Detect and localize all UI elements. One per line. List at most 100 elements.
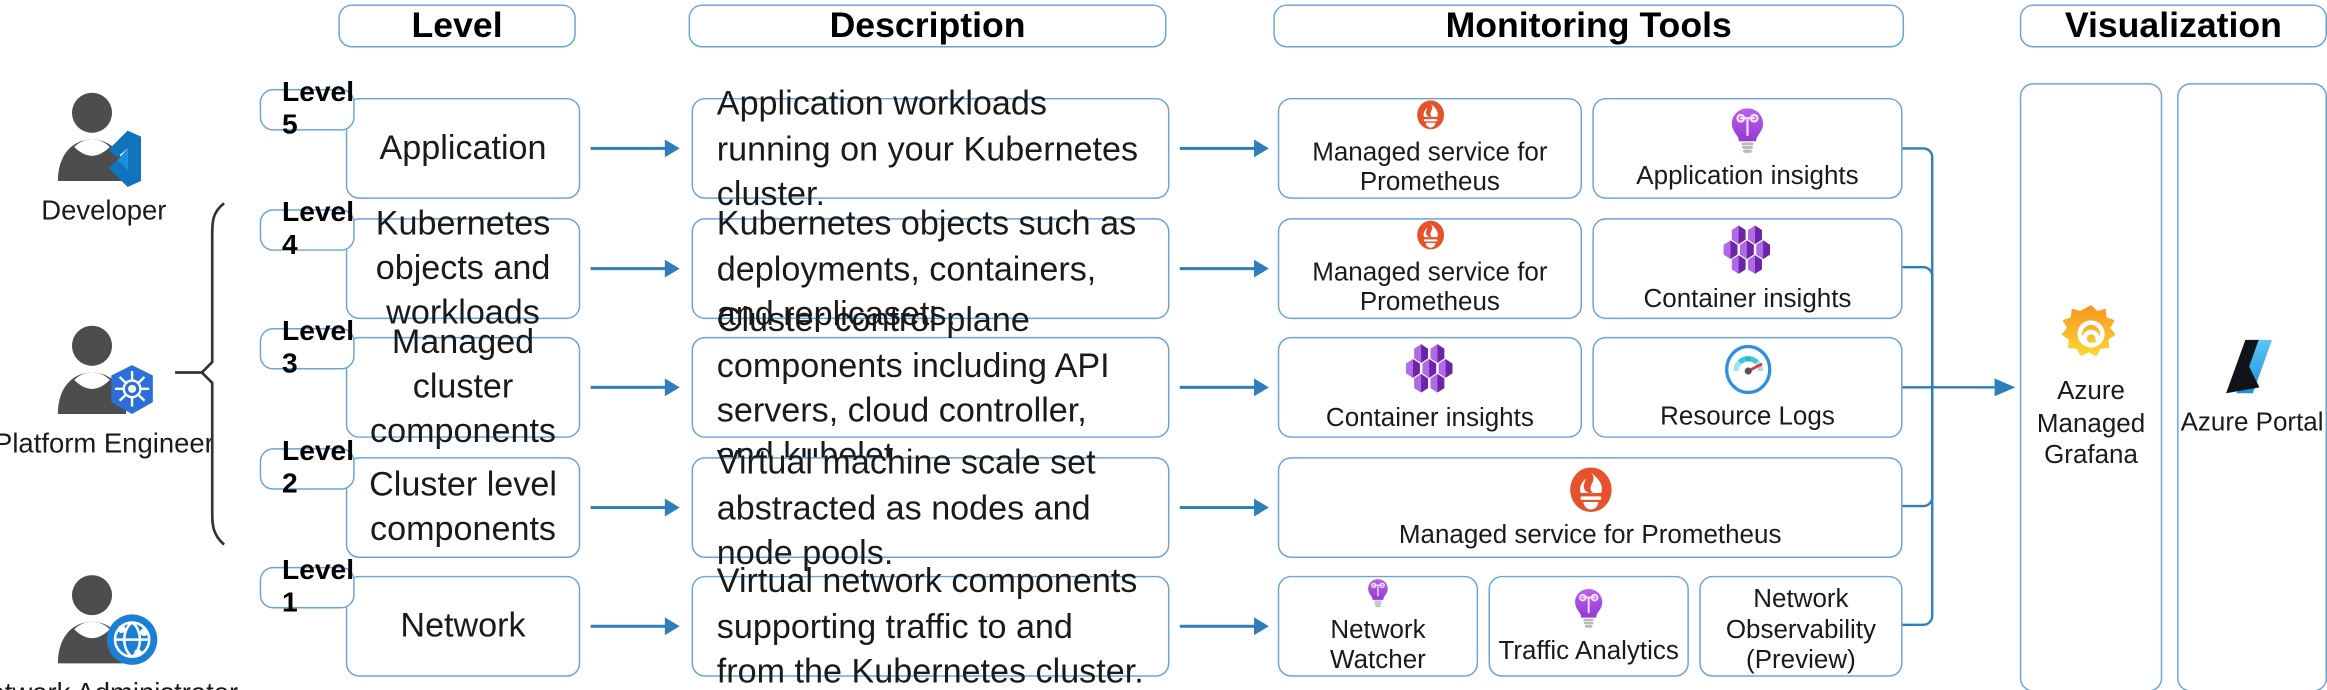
arrow-line-level-to-desc-4	[590, 506, 668, 509]
level-tag-1-label: Level 1	[281, 555, 355, 619]
tool-card-container-insights-2[interactable]: Container insights	[1277, 336, 1583, 438]
tool-card-network-observability[interactable]: Network Observability (Preview)	[1699, 575, 1903, 677]
column-header-visualization: Visualization	[2019, 4, 2327, 48]
arrow-line-level-to-desc-2	[590, 267, 668, 270]
tool-card-container-insights-1-label: Container insights	[1643, 282, 1852, 313]
arrow-line-desc-to-tools-5	[1179, 624, 1257, 628]
level-tag-3: Level 3	[259, 316, 355, 380]
level-name-cluster-level: Cluster level components	[345, 457, 581, 559]
arrow-head-level-to-desc-1	[664, 139, 680, 158]
prometheus-icon	[1416, 100, 1444, 130]
description-box-4-text: Virtual machine scale set abstracted as …	[716, 442, 1096, 572]
column-header-monitoring-tools-label: Monitoring Tools	[1445, 5, 1732, 46]
visualization-card-grafana-label: Azure Managed Grafana	[2036, 375, 2146, 470]
level-tag-4: Level 4	[259, 197, 355, 261]
tool-card-resource-logs-label: Resource Logs	[1660, 400, 1835, 430]
gauge-icon	[1724, 344, 1771, 394]
tool-card-traffic-analytics-label: Traffic Analytics	[1498, 635, 1679, 666]
level-name-kubernetes-objects-label: Kubernetes objects and workloads	[375, 203, 551, 331]
visualization-card-grafana[interactable]: Azure Managed Grafana	[2019, 83, 2163, 690]
lightbulb-icon	[1731, 108, 1764, 154]
level-tag-1: Level 1	[259, 555, 355, 619]
persona-developer: Developer	[36, 89, 173, 227]
lightbulb-icon	[1575, 589, 1603, 629]
column-header-description-label: Description	[829, 5, 1026, 46]
visualization-card-azure-portal-label: Azure Portal	[2180, 405, 2324, 436]
level-name-application: Application	[345, 97, 581, 199]
description-box-3-text: Cluster control plane components includi…	[716, 300, 1110, 474]
level-name-application-label: Application	[379, 127, 547, 167]
tool-card-container-insights-1[interactable]: Container insights	[1592, 218, 1903, 320]
container-hex-icon	[1722, 225, 1770, 274]
arrow-line-level-to-desc-3	[590, 385, 668, 389]
description-box-4: Virtual machine scale set abstracted as …	[691, 443, 1170, 572]
description-box-2-text: Kubernetes objects such as deployments, …	[716, 204, 1137, 333]
persona-network-administrator: Network Administrator	[0, 571, 238, 690]
level-name-kubernetes-objects: Kubernetes objects and workloads	[345, 204, 581, 331]
tool-card-prometheus-1[interactable]: Managed service for Prometheus	[1277, 97, 1583, 199]
description-box-3: Cluster control plane components includi…	[691, 300, 1170, 474]
description-box-5-text: Virtual network components supporting tr…	[716, 561, 1144, 690]
arrow-line-desc-to-tools-1	[1179, 146, 1257, 150]
level-tag-4-label: Level 4	[281, 197, 355, 262]
arrow-head-desc-to-tools-5	[1254, 617, 1269, 636]
level-name-network-label: Network	[400, 605, 526, 645]
person-kubernetes-icon	[57, 325, 153, 415]
tool-card-network-observability-label: Network Observability (Preview)	[1725, 583, 1876, 675]
level-tag-2: Level 2	[259, 436, 355, 500]
column-header-description: Description	[688, 4, 1167, 48]
persona-platform-engineer: Platform Engineer	[0, 322, 214, 460]
column-header-monitoring-tools: Monitoring Tools	[1273, 4, 1905, 48]
level-tag-2-label: Level 2	[281, 436, 355, 501]
prometheus-icon	[1416, 220, 1444, 250]
description-box-1: Application workloads running on your Ku…	[691, 84, 1170, 212]
arrow-head-level-to-desc-2	[664, 259, 680, 278]
description-box-1-text: Application workloads running on your Ku…	[716, 83, 1139, 213]
level-name-managed-cluster: Managed cluster components	[345, 322, 581, 450]
tool-card-container-insights-2-label: Container insights	[1325, 401, 1534, 432]
level-name-cluster-level-label: Cluster level components	[369, 464, 557, 548]
tool-card-prometheus-2-label: Managed service for Prometheus	[1312, 256, 1548, 317]
arrow-line-desc-to-tools-2	[1179, 267, 1257, 270]
level-tag-3-label: Level 3	[281, 316, 355, 380]
arrow-line-desc-to-tools-3	[1179, 385, 1257, 389]
column-header-level: Level	[338, 4, 576, 48]
arrow-line-level-to-desc-1	[590, 146, 668, 150]
arrow-line-desc-to-tools-4	[1179, 506, 1257, 509]
tool-card-network-watcher-label: Network Watcher	[1330, 613, 1426, 675]
tool-card-prometheus-3-label: Managed service for Prometheus	[1398, 518, 1782, 549]
tool-card-application-insights-label: Application insights	[1636, 160, 1859, 191]
lightbulb-icon	[1368, 579, 1388, 608]
persona-network-administrator-label: Network Administrator	[0, 677, 238, 690]
arrow-head-desc-to-tools-4	[1254, 498, 1269, 517]
description-box-2: Kubernetes objects such as deployments, …	[691, 204, 1170, 333]
persona-platform-engineer-label: Platform Engineer	[0, 427, 214, 459]
tool-card-application-insights[interactable]: Application insights	[1592, 97, 1903, 199]
arrow-head-desc-to-tools-3	[1254, 378, 1269, 397]
level-name-managed-cluster-label: Managed cluster components	[370, 322, 557, 450]
arrow-head-level-to-desc-3	[664, 378, 680, 397]
prometheus-icon	[1569, 466, 1611, 512]
tool-card-resource-logs[interactable]: Resource Logs	[1592, 336, 1903, 438]
description-box-5: Virtual network components supporting tr…	[691, 562, 1170, 690]
visualization-card-azure-portal[interactable]: Azure Portal	[2177, 83, 2327, 690]
level-tag-5-label: Level 5	[281, 77, 355, 141]
persona-developer-label: Developer	[41, 194, 167, 226]
arrow-head-level-to-desc-4	[664, 498, 680, 517]
tool-card-prometheus-1-label: Managed service for Prometheus	[1312, 136, 1548, 197]
column-header-level-label: Level	[411, 5, 503, 46]
arrow-line-level-to-desc-5	[590, 624, 668, 628]
arrow-head-desc-to-tools-1	[1254, 139, 1269, 158]
arrow-head-level-to-desc-5	[664, 617, 680, 636]
person-network-icon	[57, 575, 158, 665]
level-tag-5: Level 5	[259, 77, 355, 141]
container-hex-icon	[1405, 343, 1452, 393]
arrow-head-desc-to-tools-2	[1254, 259, 1269, 278]
tool-card-prometheus-2[interactable]: Managed service for Prometheus	[1277, 218, 1583, 320]
tool-card-traffic-analytics[interactable]: Traffic Analytics	[1488, 575, 1689, 677]
column-header-visualization-label: Visualization	[2064, 5, 2282, 46]
azure-icon	[2226, 339, 2273, 393]
tool-card-prometheus-3[interactable]: Managed service for Prometheus	[1277, 457, 1903, 559]
tool-card-network-watcher[interactable]: Network Watcher	[1277, 575, 1479, 677]
